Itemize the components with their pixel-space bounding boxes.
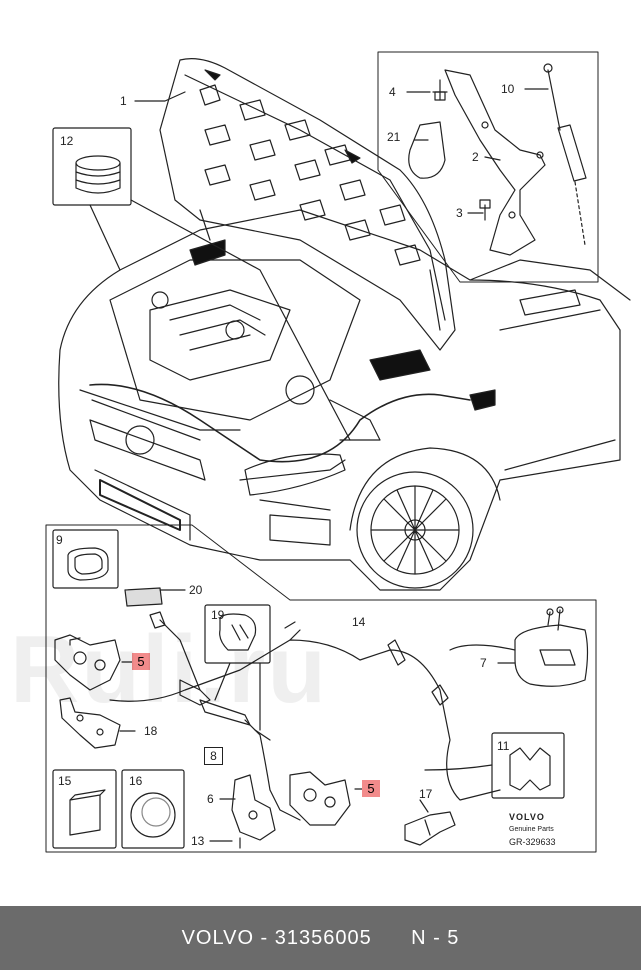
callout-8-box: 8 — [204, 747, 223, 765]
watermark: Ruli.ru — [10, 616, 328, 723]
hood-illustration — [159, 58, 456, 351]
highlighted-part-5-left[interactable]: 5 — [132, 653, 150, 670]
volvo-logo: VOLVO — [509, 812, 545, 822]
leader-1 — [134, 91, 186, 102]
diagram-reference: GR-329633 — [509, 837, 556, 847]
callout-13: 13 — [191, 834, 205, 848]
callout-19: 19 — [211, 608, 225, 622]
callout-20: 20 — [189, 583, 203, 597]
brand-subtitle: Genuine Parts — [509, 826, 554, 833]
callout-12: 12 — [60, 134, 74, 148]
callout-15: 15 — [58, 774, 72, 788]
highlighted-part-5-right[interactable]: 5 — [362, 780, 380, 797]
callout-4: 4 — [389, 85, 396, 99]
callout-3: 3 — [456, 206, 463, 220]
callout-17: 17 — [419, 787, 433, 801]
inset-12 — [52, 127, 351, 441]
callout-14: 14 — [352, 615, 366, 629]
callout-10: 10 — [501, 82, 515, 96]
lower-detail-panel — [45, 524, 597, 853]
callout-1: 1 — [120, 94, 127, 108]
callout-9: 9 — [56, 533, 63, 547]
parts-diagram — [45, 51, 631, 853]
detail-inset-top-right — [377, 51, 599, 283]
callout-21: 21 — [387, 130, 401, 144]
callout-11: 11 — [497, 739, 510, 753]
footer-part-number: VOLVO - 31356005 N - 5 — [0, 906, 641, 970]
callout-16: 16 — [129, 774, 143, 788]
car-body-illustration — [58, 209, 631, 591]
callout-2: 2 — [472, 150, 479, 164]
callout-18: 18 — [144, 724, 158, 738]
callout-7: 7 — [480, 656, 487, 670]
callout-6: 6 — [207, 792, 214, 806]
